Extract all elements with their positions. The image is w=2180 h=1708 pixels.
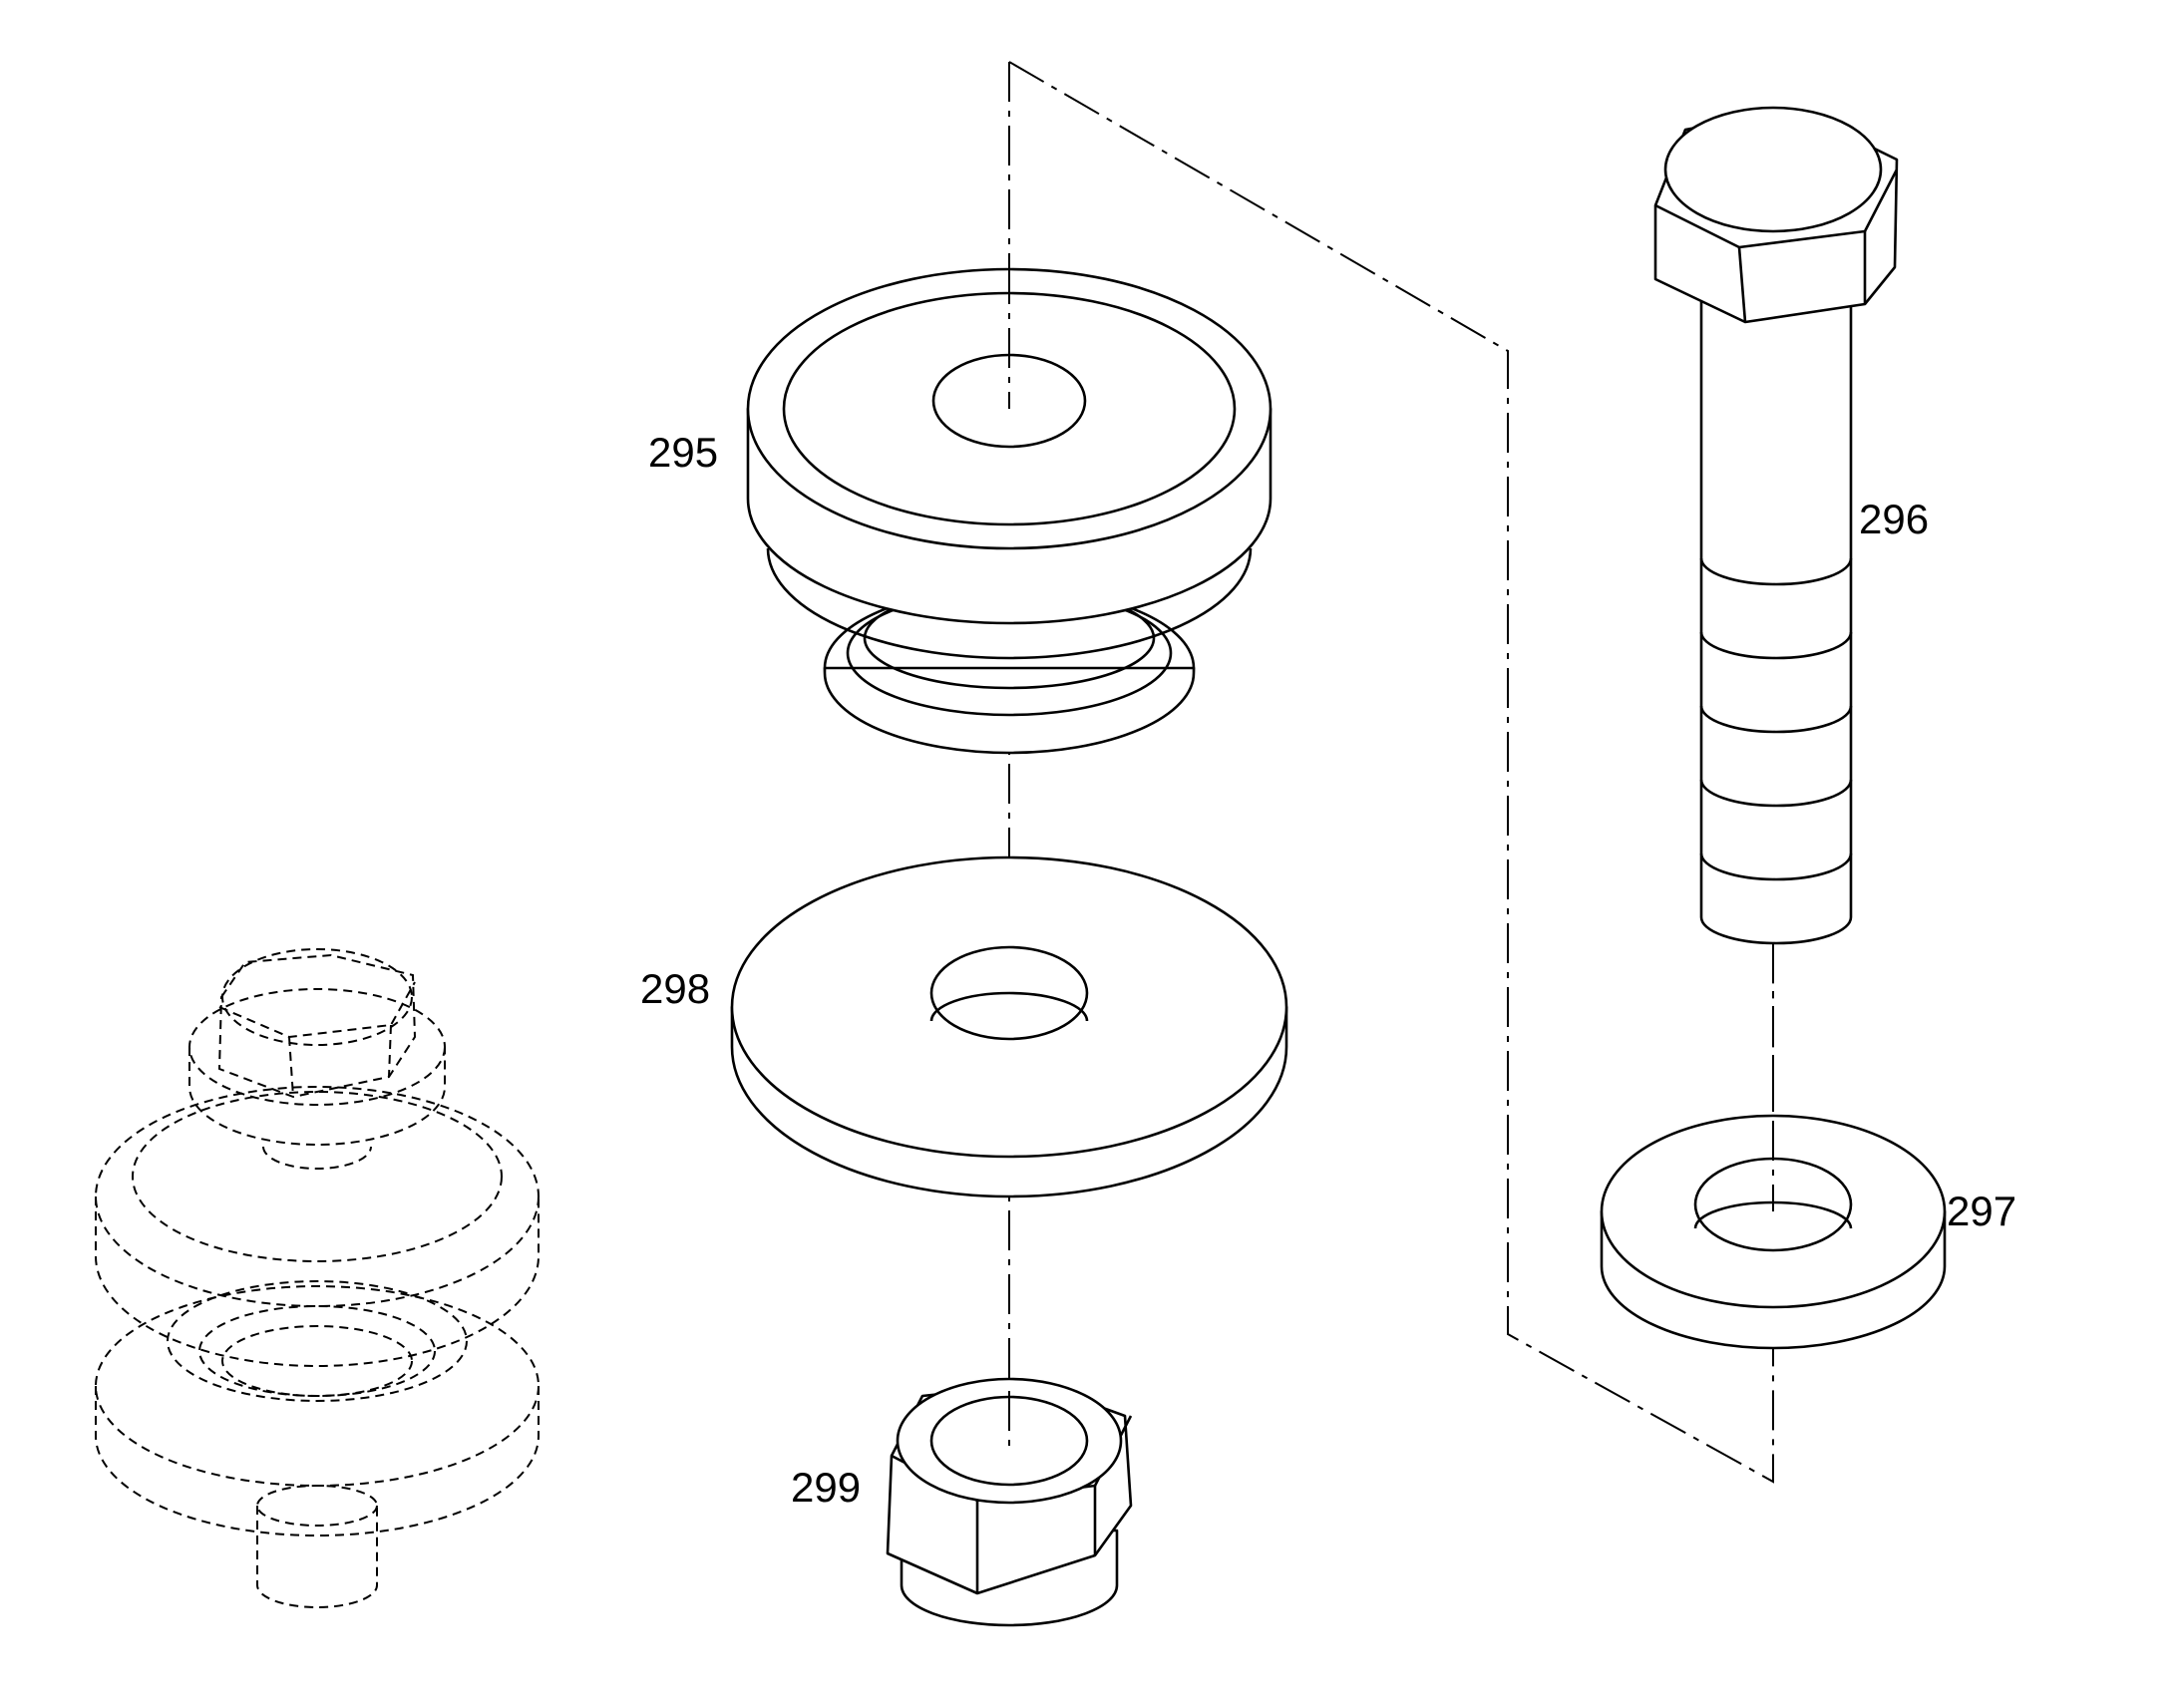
flat-washer-298 <box>730 855 1288 1198</box>
hex-bolt-296 <box>1653 106 1899 945</box>
callout-296: 296 <box>1859 496 1929 542</box>
callout-297: 297 <box>1947 1188 2016 1234</box>
callout-299: 299 <box>791 1464 861 1511</box>
callout-295: 295 <box>648 429 718 476</box>
assembled-phantom-view <box>95 948 540 1608</box>
callout-298: 298 <box>640 965 710 1012</box>
